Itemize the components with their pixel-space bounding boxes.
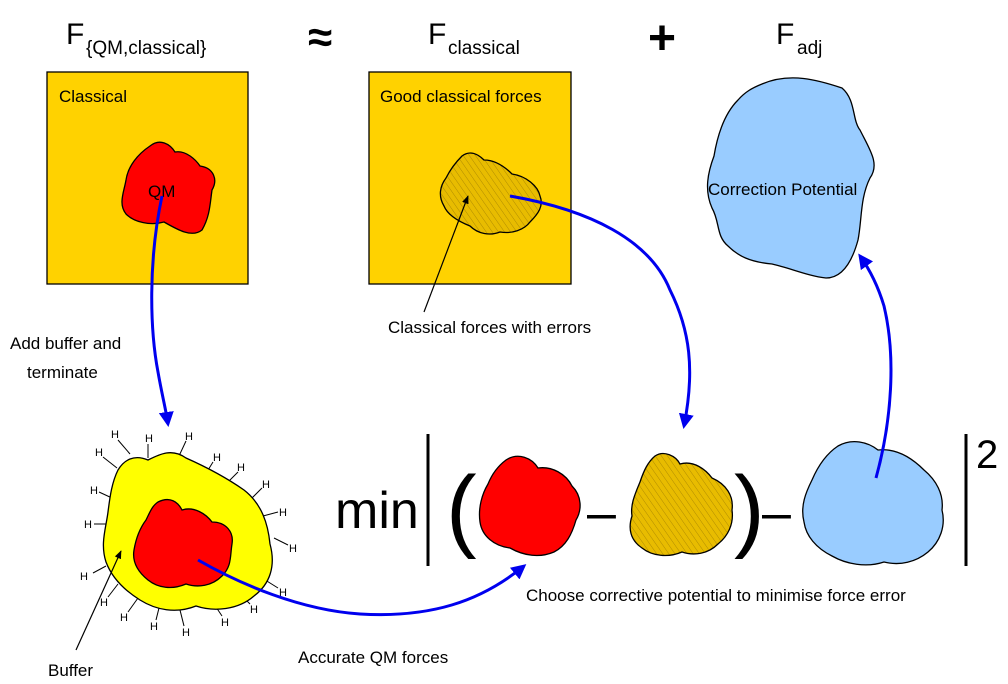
choose-potential-annotation: Choose corrective potential to minimise … xyxy=(526,586,906,605)
buffer-annotation: Buffer xyxy=(48,661,93,680)
h-atom-label: H xyxy=(185,431,193,443)
good-forces-label: Good classical forces xyxy=(380,87,542,106)
minus-sign-1: – xyxy=(587,484,616,542)
hatched-classical-blob xyxy=(439,152,542,235)
pointer-buffer xyxy=(75,550,122,651)
eq-qm-blob xyxy=(478,455,581,557)
h-atom-label: H xyxy=(145,433,153,445)
f-classical-subscript: classical xyxy=(448,38,520,59)
h-atom-label: H xyxy=(262,479,270,491)
f-classical-base: F xyxy=(428,18,446,51)
correction-potential-label: Correction Potential xyxy=(708,180,857,199)
minus-sign-2: – xyxy=(762,484,791,542)
eq-hatched-blob xyxy=(629,452,734,557)
h-atom-label: H xyxy=(120,612,128,624)
h-atom-label: H xyxy=(80,571,88,583)
h-atom-label: H xyxy=(111,429,119,441)
min-operator: min xyxy=(335,482,419,540)
h-atom-label: H xyxy=(90,485,98,497)
arrow-accurate-qm-forces xyxy=(197,558,527,617)
arrow-good-classical-to-equation xyxy=(509,194,694,429)
arrow-add-buffer xyxy=(150,195,174,427)
f-adj-subscript: adj xyxy=(797,38,822,59)
h-atom-label: H xyxy=(221,617,229,629)
f-qm-base: F xyxy=(66,18,84,51)
pointer-errors xyxy=(423,195,469,313)
right-parenthesis: ) xyxy=(734,458,765,560)
h-atom-label: H xyxy=(250,604,258,616)
h-atom-label: H xyxy=(289,543,297,555)
h-atom-label: H xyxy=(95,447,103,459)
h-atom-label: H xyxy=(213,452,221,464)
arrow-correction-potential xyxy=(858,253,893,479)
h-atom-label: H xyxy=(100,597,108,609)
classical-label: Classical xyxy=(59,87,127,106)
header-f-qm-classical: F {QM,classical} xyxy=(66,18,206,59)
eq-correction-blob xyxy=(802,440,944,566)
header-f-classical: F classical xyxy=(428,18,520,59)
approx-symbol: ≈ xyxy=(308,13,332,62)
errors-annotation: Classical forces with errors xyxy=(388,318,591,337)
correction-potential-blob xyxy=(706,77,875,279)
exponent-two: 2 xyxy=(976,433,998,477)
left-parenthesis: ( xyxy=(446,458,477,560)
f-qm-subscript: {QM,classical} xyxy=(86,38,206,59)
h-atom-label: H xyxy=(279,587,287,599)
minimisation-equation: min ( – ) – 2 xyxy=(335,433,998,566)
header-f-adj: F adj xyxy=(776,18,822,59)
h-atom-label: H xyxy=(84,519,92,531)
accurate-qm-annotation: Accurate QM forces xyxy=(298,648,448,667)
add-buffer-annotation-line1: Add buffer and xyxy=(10,334,121,353)
h-atom-labels: H H H H H H H H H H H H H H H H H H H xyxy=(80,429,297,639)
f-adj-base: F xyxy=(776,18,794,51)
qm-region-blob xyxy=(121,141,216,234)
plus-symbol: + xyxy=(648,12,676,65)
h-atom-label: H xyxy=(182,627,190,639)
qm-label: QM xyxy=(148,182,175,201)
add-buffer-annotation-line2: terminate xyxy=(27,363,98,382)
h-atom-label: H xyxy=(150,621,158,633)
h-atom-label: H xyxy=(279,507,287,519)
h-atom-label: H xyxy=(237,462,245,474)
